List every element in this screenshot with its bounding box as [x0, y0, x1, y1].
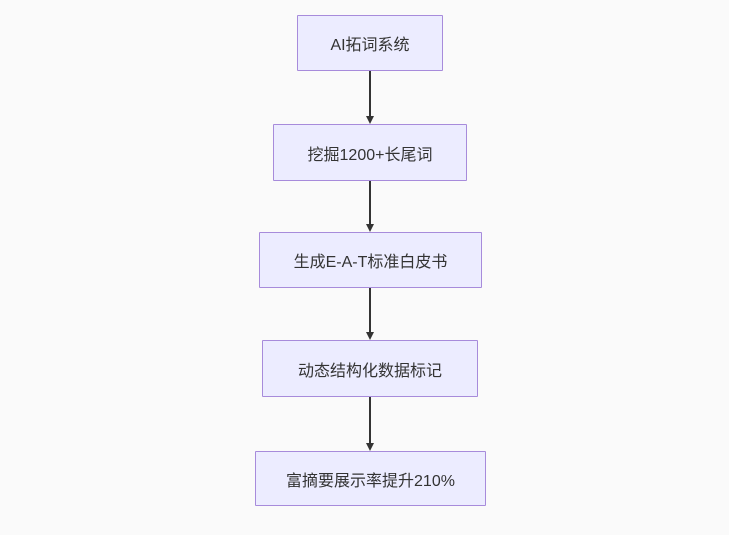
- flow-node-label: 动态结构化数据标记: [297, 362, 442, 380]
- flow-node-label: AI拓词系统: [330, 37, 410, 54]
- flow-node-eat-whitepaper: 生成E-A-T标准白皮书: [259, 232, 482, 288]
- flow-node-label: 生成E-A-T标准白皮书: [293, 254, 448, 271]
- flow-node-label: 富摘要展示率提升210%: [286, 472, 455, 490]
- arrow-down-1: [369, 71, 371, 116]
- arrow-down-4: [369, 397, 371, 443]
- arrow-down-3: [369, 288, 371, 332]
- arrow-down-2: [369, 181, 371, 224]
- flow-node-rich-snippet-result: 富摘要展示率提升210%: [255, 451, 486, 506]
- flow-node-structured-data: 动态结构化数据标记: [262, 340, 478, 397]
- flow-node-label: 挖掘1200+长尾词: [307, 146, 433, 164]
- flow-node-ai-keyword-system: AI拓词系统: [297, 15, 443, 71]
- flow-node-longtail-mining: 挖掘1200+长尾词: [273, 124, 467, 181]
